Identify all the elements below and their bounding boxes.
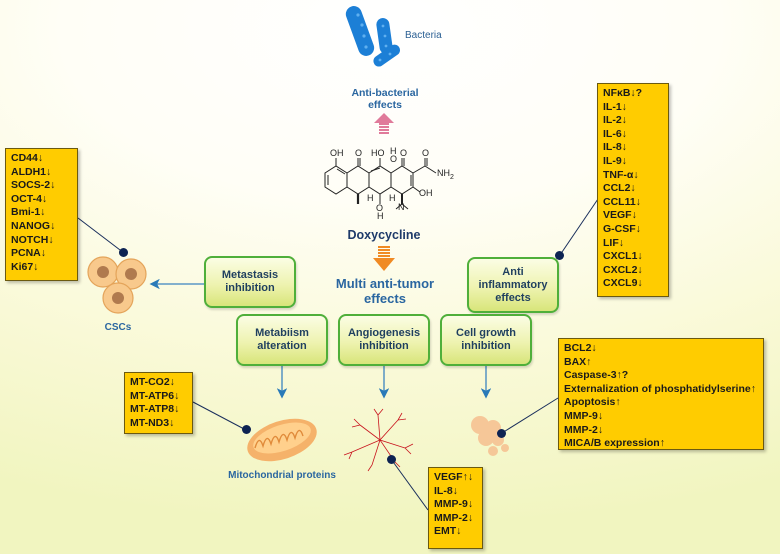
marker-item: IL-8↓: [434, 484, 458, 497]
drug-name: Doxycycline: [347, 228, 421, 242]
marker-item: CXCL9↓: [603, 277, 643, 290]
marker-item: CCL11↓: [603, 195, 641, 208]
growth-markers-box: BCL2↓ BAX↑ Caspase-3↑? Externalization o…: [558, 338, 764, 450]
marker-item: Ki67↓: [11, 260, 39, 273]
marker-item: IL-9↓: [603, 154, 627, 167]
atom-oh-3: O: [376, 203, 384, 213]
atom-n: N: [398, 202, 405, 212]
marker-item: CCL2↓: [603, 182, 636, 195]
marker-item: MMP-9↓: [434, 498, 474, 511]
marker-item: Caspase-3↑?: [564, 369, 629, 382]
atom-ho: HO: [371, 148, 385, 158]
marker-item: OCT-4↓: [11, 192, 48, 205]
inflammatory-callout-dot: [555, 251, 564, 260]
mito-callout-line: [192, 401, 247, 431]
marker-item: NOTCH↓: [11, 233, 54, 246]
marker-item: MT-CO2↓: [130, 376, 175, 388]
growth-callout-dot: [497, 429, 506, 438]
marker-item: NFκB↓?: [603, 87, 643, 99]
angio-callout-dot: [387, 455, 396, 464]
marker-item: CXCL2↓: [603, 263, 643, 276]
atom-o-2: O: [390, 154, 398, 164]
marker-item: Externalization of phosphatidylserine↑: [564, 382, 756, 395]
growth-callout-line: [501, 397, 559, 434]
marker-item: BCL2↓: [564, 342, 597, 354]
bacteria-label: Bacteria: [405, 30, 442, 41]
marker-item: IL-1↓: [603, 100, 627, 113]
marker-item: MT-ATP6↓: [130, 389, 180, 402]
atom-oh-2: OH: [419, 188, 433, 198]
marker-item: MT-ND3↓: [130, 416, 175, 429]
multi-antitumor-label: Multi anti-tumor effects: [335, 276, 435, 306]
atom-o-1: O: [355, 148, 363, 158]
angio-callout-line: [390, 458, 429, 511]
marker-item: TNF-α↓: [603, 168, 639, 181]
marker-item: CD44↓: [11, 152, 44, 164]
marker-item: MT-ATP8↓: [130, 403, 180, 416]
atom-h-3: H: [389, 193, 396, 203]
cscs-label: CSCs: [104, 322, 132, 333]
mito-callout-dot: [242, 425, 251, 434]
csc-markers-box: CD44↓ ALDH1↓ SOCS-2↓ OCT-4↓ Bmi-1↓ NANOG…: [5, 148, 78, 281]
marker-item: G-CSF↓: [603, 222, 641, 235]
inflammatory-callout-line: [559, 195, 601, 256]
mito-markers-box: MT-CO2↓ MT-ATP6↓ MT-ATP8↓ MT-ND3↓: [124, 372, 193, 434]
atom-oh-1: OH: [330, 148, 344, 158]
marker-item: MMP-9↓: [564, 409, 604, 422]
marker-item: ALDH1↓: [11, 165, 52, 178]
atom-o-3: O: [400, 148, 408, 158]
marker-item: VEGF↓: [603, 209, 637, 222]
marker-item: BAX↑: [564, 355, 592, 368]
csc-callout-dot: [119, 248, 128, 257]
marker-item: MMP-2↓: [564, 423, 604, 436]
doxycycline-structure: [324, 158, 437, 210]
atom-o-4: O: [422, 148, 430, 158]
bacteria-icon: [345, 6, 400, 67]
inflammatory-markers-box: NFκB↓? IL-1↓ IL-2↓ IL-6↓ IL-8↓ IL-9↓ TNF…: [597, 83, 669, 297]
marker-item: CXCL1↓: [603, 250, 643, 263]
marker-item: IL-2↓: [603, 114, 627, 127]
antibacterial-label: Anti-bacterial effects: [351, 87, 419, 111]
marker-item: Apoptosis↑: [564, 396, 621, 409]
marker-item: EMT↓: [434, 525, 462, 538]
up-arrow-icon: [374, 113, 394, 134]
marker-item: IL-8↓: [603, 141, 627, 154]
marker-item: Bmi-1↓: [11, 206, 46, 219]
marker-item: MMP-2↓: [434, 511, 474, 524]
atom-h-4: H: [377, 211, 384, 221]
marker-item: IL-6↓: [603, 127, 627, 140]
marker-item: MICA/B expression↑: [564, 437, 665, 450]
mito-label: Mitochondrial proteins: [228, 470, 336, 481]
marker-item: VEGF↑↓: [434, 471, 474, 483]
atom-h-1: H: [390, 146, 397, 156]
marker-item: PCNA↓: [11, 247, 47, 260]
marker-item: SOCS-2↓: [11, 179, 56, 192]
csc-markers-callout-line: [77, 217, 125, 254]
down-arrow-icon: [373, 246, 395, 271]
atom-nh2: NH2: [437, 168, 454, 181]
angio-markers-box: VEGF↑↓ IL-8↓ MMP-9↓ MMP-2↓ EMT↓: [428, 467, 483, 549]
marker-item: NANOG↓: [11, 219, 56, 232]
marker-item: LIF↓: [603, 236, 624, 249]
atom-h-2: H: [367, 193, 374, 203]
